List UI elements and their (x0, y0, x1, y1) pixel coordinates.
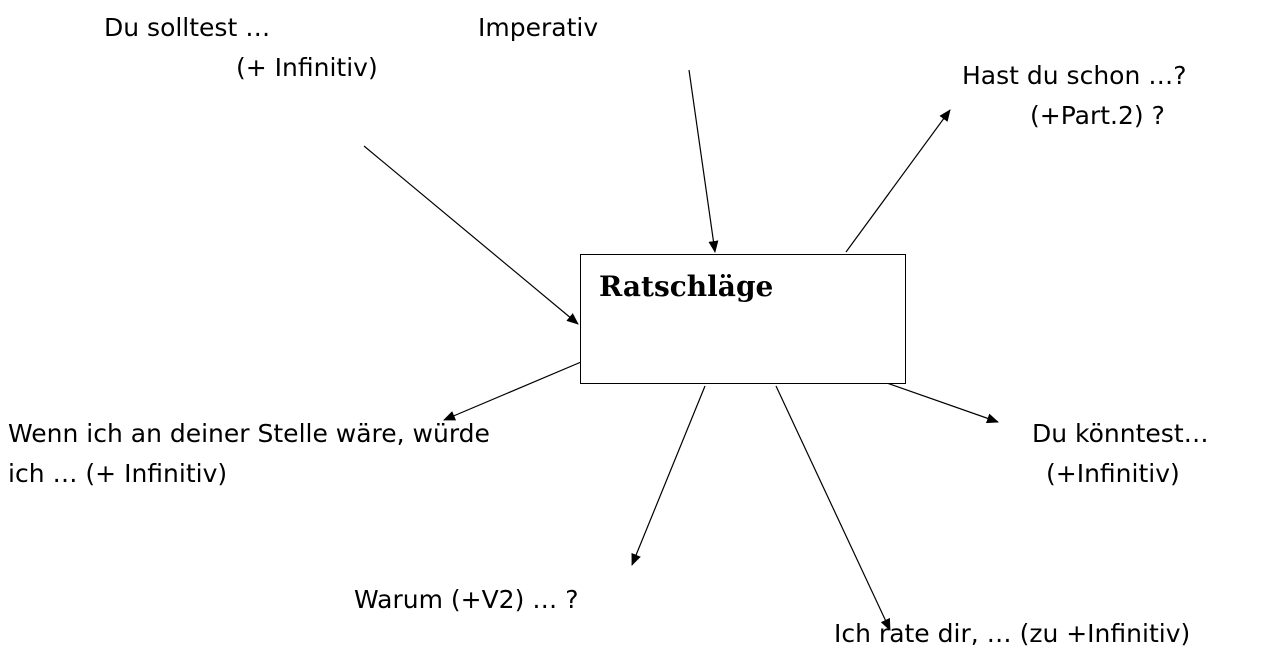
label-hast-du-schon-line1: Hast du schon …? (962, 61, 1187, 90)
label-warum-line1: Warum (+V2) … ? (354, 585, 579, 614)
label-du-solltest-line1: Du solltest … (104, 13, 271, 42)
label-du-solltest: Du solltest … (+ Infinitiv) (104, 8, 378, 88)
arrow-ich-rate (775, 385, 891, 631)
label-wenn-ich-line1: Wenn ich an deiner Stelle wäre, würde (8, 419, 490, 448)
arrow-imperativ (688, 69, 719, 253)
label-ich-rate-line1: Ich rate dir, … (zu +Infinitiv) (834, 619, 1191, 648)
label-imperativ-line1: Imperativ (478, 13, 599, 42)
arrow-du-solltest (363, 145, 579, 325)
label-du-koenntest-line2: (+Infinitiv) (1046, 459, 1180, 488)
label-ich-rate: Ich rate dir, … (zu +Infinitiv) (834, 614, 1190, 654)
label-hast-du-schon-line2: (+Part.2) ? (1030, 101, 1165, 130)
center-title: Ratschläge (599, 270, 774, 303)
arrow-wenn-ich (443, 353, 601, 421)
label-warum: Warum (+V2) … ? (354, 580, 579, 620)
label-du-koenntest-line1: Du könntest… (1032, 419, 1209, 448)
label-wenn-ich-line2: ich … (+ Infinitiv) (8, 459, 228, 488)
label-wenn-ich: Wenn ich an deiner Stelle wäre, würde ic… (8, 414, 490, 494)
arrow-warum (631, 385, 706, 566)
label-du-solltest-line2: (+ Infinitiv) (236, 53, 378, 82)
label-imperativ: Imperativ (478, 8, 598, 48)
label-hast-du-schon: Hast du schon …? (+Part.2) ? (962, 56, 1187, 136)
label-du-koenntest: Du könntest… (+Infinitiv) (1032, 414, 1209, 494)
center-box: Ratschläge (580, 254, 906, 384)
arrow-hast-du-schon (845, 109, 951, 253)
